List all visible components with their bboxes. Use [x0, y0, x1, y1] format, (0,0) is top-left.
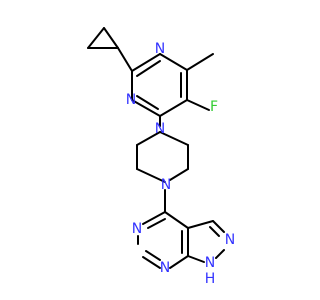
bond: [215, 249, 225, 259]
bond: [212, 220, 225, 233]
atom-n-pyrimidine-3: N: [126, 92, 136, 108]
bond: [145, 250, 161, 261]
pyrazolopyrimidine-ring: [137, 211, 225, 269]
bond: [131, 53, 161, 72]
bond: [186, 53, 214, 71]
bond: [187, 220, 214, 229]
bond: [117, 47, 133, 72]
atom-n-piperazine-1: N: [155, 121, 165, 137]
bond: [147, 218, 166, 229]
bond: [187, 255, 205, 263]
bond: [136, 131, 161, 146]
pyrimidine-ring: [131, 53, 188, 117]
bond: [159, 131, 189, 146]
bond: [209, 226, 220, 237]
atom-n-piperazine-4: N: [161, 177, 171, 193]
cyclopropyl-ring: [87, 27, 119, 49]
bond: [164, 211, 189, 229]
bond: [169, 255, 189, 269]
bond: [159, 99, 188, 117]
bond: [87, 27, 105, 49]
bond: [136, 60, 161, 77]
bond: [159, 53, 188, 71]
atom-n-pyrimidine-1: N: [155, 41, 165, 57]
bond: [186, 99, 210, 111]
atom-nh-pyrazole: N: [205, 255, 215, 271]
atom-h-pyrazole: H: [205, 271, 216, 287]
atom-n-pyrazole: N: [225, 232, 235, 248]
atom-fluorine: F: [210, 99, 218, 115]
bond: [142, 256, 161, 269]
atom-n-pyrimidine-5: N: [132, 221, 142, 237]
molecule-structure: N N F N N N N N N H: [87, 27, 235, 287]
bond: [136, 95, 159, 110]
bond: [103, 27, 119, 49]
bond: [142, 211, 166, 225]
atom-n-pyrimidine-7: N: [160, 260, 170, 276]
bond: [169, 168, 189, 181]
piperazine-ring: [136, 131, 189, 183]
bond: [131, 99, 161, 117]
bond: [136, 168, 166, 183]
